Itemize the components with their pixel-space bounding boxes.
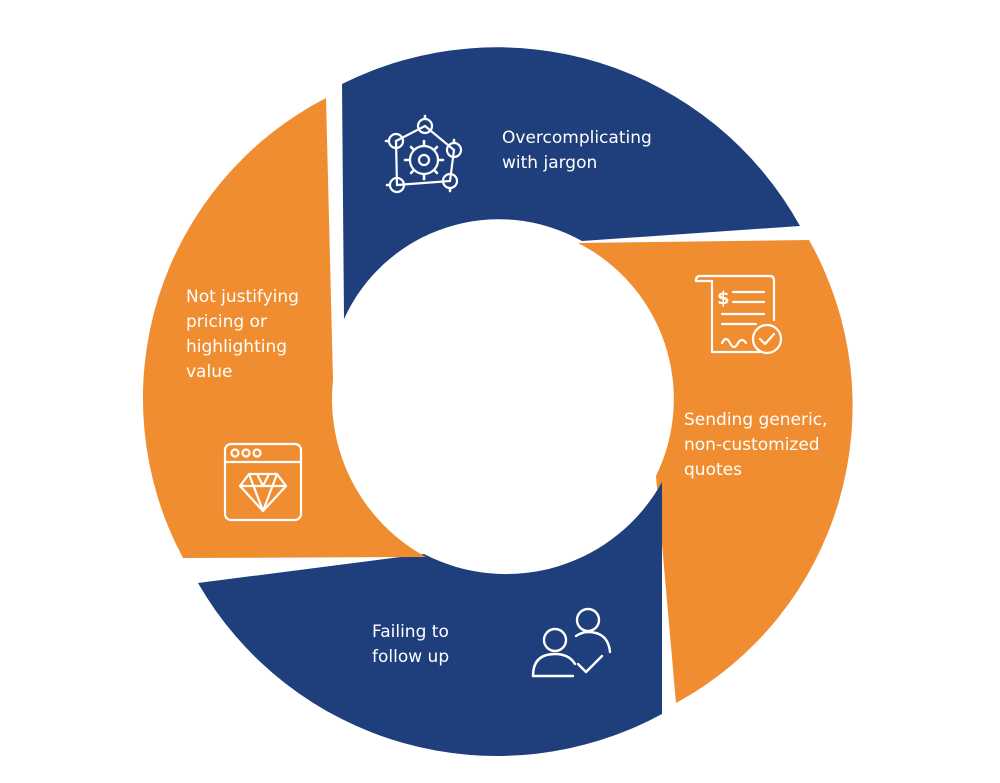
invoice-check-icon: $ bbox=[694, 274, 783, 355]
diamond-window-icon bbox=[223, 442, 303, 522]
segment-bottom bbox=[198, 482, 662, 756]
label-line: quotes bbox=[684, 460, 742, 480]
segment-right bbox=[578, 240, 853, 703]
label-overcomplicating: Overcomplicating with jargon bbox=[502, 126, 652, 176]
label-follow-up: Failing to follow up bbox=[372, 620, 449, 670]
segment-left bbox=[142, 98, 426, 558]
label-line: Sending generic, bbox=[684, 410, 828, 430]
svg-text:$: $ bbox=[717, 288, 730, 309]
label-line: follow up bbox=[372, 647, 450, 667]
label-line: with jargon bbox=[502, 153, 598, 173]
label-justify-pricing: Not justifying pricing or highlighting v… bbox=[186, 285, 299, 385]
label-line: pricing or bbox=[186, 312, 267, 332]
label-line: value bbox=[186, 362, 233, 382]
label-line: Overcomplicating bbox=[502, 128, 652, 148]
label-line: highlighting bbox=[186, 337, 288, 357]
gears-network-icon bbox=[384, 114, 463, 194]
label-line: non-customized bbox=[684, 435, 820, 455]
segment-top bbox=[342, 47, 800, 320]
label-line: Not justifying bbox=[186, 287, 299, 307]
users-check-icon bbox=[531, 607, 612, 678]
label-line: Failing to bbox=[372, 622, 449, 642]
label-generic-quotes: Sending generic, non-customized quotes bbox=[684, 408, 827, 483]
